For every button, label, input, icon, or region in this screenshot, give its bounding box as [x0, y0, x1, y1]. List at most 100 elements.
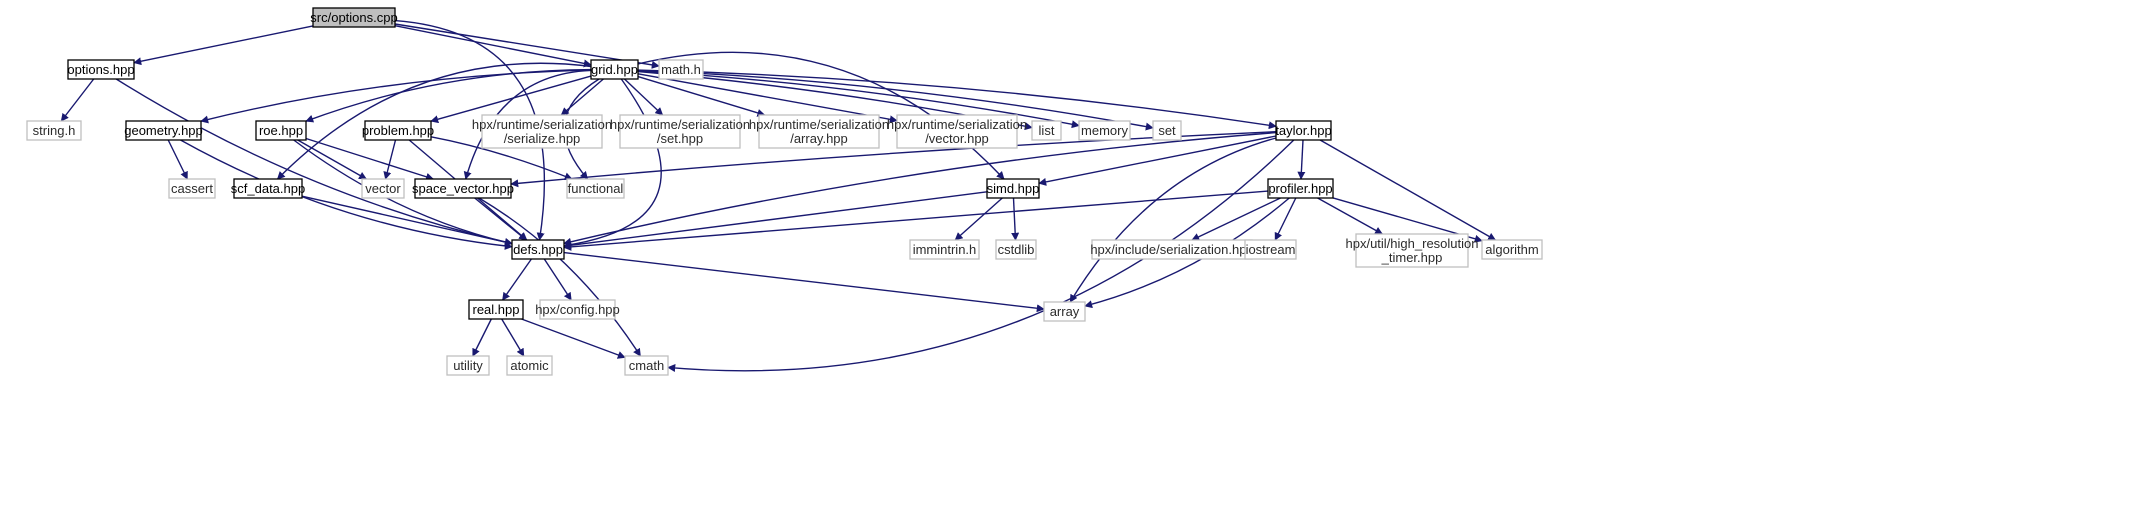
node-box [67, 59, 135, 80]
node-label: cstdlib [998, 242, 1035, 257]
node-array: array [1043, 301, 1086, 322]
node-box [995, 239, 1037, 260]
node-box [168, 178, 216, 199]
edge-options_hpp-to-string_h [60, 78, 95, 122]
node-label: problem.hpp [362, 123, 434, 138]
node-grid-hpp[interactable]: grid.hpp [590, 59, 639, 80]
node-geometry-hpp[interactable]: geometry.hpp [124, 120, 203, 141]
edge-geometry_hpp-to-cassert [167, 139, 188, 180]
node-label: space_vector.hpp [412, 181, 514, 196]
node-box [255, 120, 307, 141]
edge-grid_hpp-to-set [637, 69, 1154, 131]
node-label: cassert [171, 181, 213, 196]
node-box [590, 59, 639, 80]
node-label: /array.hpp [790, 131, 848, 146]
node-box [361, 178, 405, 199]
edge-profiler_hpp-to-array [1084, 197, 1290, 309]
node-label: hpx/runtime/serialization [749, 117, 889, 132]
node-taylor-hpp[interactable]: taylor.hpp [1275, 120, 1332, 141]
node-options-hpp[interactable]: options.hpp [67, 59, 135, 80]
node-atomic: atomic [506, 355, 553, 376]
node-hpx-include-serialization: hpx/include/serialization.hpp [1090, 239, 1254, 260]
edge-taylor_hpp-to-profiler_hpp [1297, 139, 1306, 180]
node-defs-hpp[interactable]: defs.hpp [511, 239, 565, 260]
edge-real_hpp-to-cmath [521, 318, 626, 359]
node-box [658, 59, 704, 80]
node-box [1152, 120, 1182, 141]
edge-space_vector_hpp-to-cmath [478, 197, 641, 357]
node-label: grid.hpp [591, 62, 638, 77]
node-options-cpp[interactable]: src/options.cpp [310, 7, 398, 28]
node-box [986, 178, 1040, 199]
node-hpx-ser-vector: hpx/runtime/serialization/vector.hpp [887, 114, 1027, 149]
node-label: /set.hpp [657, 131, 703, 146]
node-utility: utility [446, 355, 490, 376]
node-label: /vector.hpp [925, 131, 989, 146]
edge-options_hpp-to-defs_hpp [115, 78, 513, 246]
node-cassert: cassert [168, 178, 216, 199]
nodes-layer: src/options.cpp options.hpp grid.hpp math.h… [26, 7, 1543, 376]
node-label: memory [1081, 123, 1128, 138]
edge-taylor_hpp-to-simd_hpp [1038, 135, 1277, 186]
node-box [909, 239, 980, 260]
node-box [1043, 301, 1086, 322]
node-box [1078, 120, 1131, 141]
edge-space_vector_hpp-to-defs_hpp [474, 197, 527, 241]
node-label: math.h [661, 62, 701, 77]
node-real-hpp[interactable]: real.hpp [468, 299, 524, 320]
edge-profiler_hpp-to-hpx_util_hrt [1317, 197, 1383, 235]
edge-taylor_hpp-to-algorithm [1319, 139, 1497, 241]
node-label: cmath [629, 358, 664, 373]
node-cmath: cmath [624, 355, 669, 376]
edge-roe_hpp-to-space_vector_hpp [305, 137, 434, 181]
node-label: algorithm [1485, 242, 1538, 257]
node-vector: vector [361, 178, 405, 199]
edge-simd_hpp-to-cstdlib [1011, 197, 1020, 241]
node-space-vector-hpp[interactable]: space_vector.hpp [412, 178, 514, 199]
node-label: hpx/runtime/serialization [610, 117, 750, 132]
node-label: hpx/config.hpp [535, 302, 620, 317]
edge-geometry_hpp-to-defs_hpp [180, 139, 513, 250]
edge-options_cpp-to-options_hpp [133, 25, 314, 66]
edge-grid_hpp-to-taylor_hpp [637, 69, 1277, 130]
edge-options_cpp-to-defs_hpp [394, 19, 546, 241]
node-label: utility [453, 358, 483, 373]
node-label: defs.hpp [513, 242, 563, 257]
edge-taylor_hpp-to-array [1069, 137, 1277, 303]
node-box [1275, 120, 1332, 141]
node-roe-hpp[interactable]: roe.hpp [255, 120, 307, 141]
node-hpx-util-hrt: hpx/util/high_resolution_timer.hpp [1346, 233, 1479, 268]
edge-simd_hpp-to-immintrin_h [954, 197, 1003, 241]
node-label: options.hpp [67, 62, 134, 77]
node-label: hpx/util/high_resolution [1346, 236, 1479, 251]
node-cstdlib: cstdlib [995, 239, 1037, 260]
node-box [312, 7, 396, 28]
node-scf-data-hpp[interactable]: scf_data.hpp [231, 178, 305, 199]
edge-taylor_hpp-to-cmath [667, 139, 1295, 373]
edge-simd_hpp-to-defs_hpp [563, 191, 988, 250]
node-label: array [1050, 304, 1080, 319]
edge-grid_hpp-to-problem_hpp [430, 75, 592, 124]
node-hpx-ser-array: hpx/runtime/serialization/array.hpp [749, 114, 889, 149]
node-problem-hpp[interactable]: problem.hpp [362, 120, 434, 141]
edge-grid_hpp-to-scf_data_hpp [276, 62, 592, 180]
node-box [414, 178, 512, 199]
node-label: src/options.cpp [310, 10, 397, 25]
node-box [506, 355, 553, 376]
node-simd-hpp[interactable]: simd.hpp [986, 178, 1040, 199]
node-box [1267, 178, 1334, 199]
node-hpx-ser-set: hpx/runtime/serialization/set.hpp [610, 114, 750, 149]
node-box [1031, 120, 1062, 141]
node-box [446, 355, 490, 376]
node-hpx-ser-serialize: hpx/runtime/serialization/serialize.hpp [472, 114, 612, 149]
node-profiler-hpp[interactable]: profiler.hpp [1267, 178, 1334, 199]
edge-real_hpp-to-atomic [501, 318, 525, 357]
edge-real_hpp-to-utility [472, 318, 492, 357]
node-list: list [1031, 120, 1062, 141]
node-label: hpx/runtime/serialization [887, 117, 1027, 132]
node-label: functional [568, 181, 624, 196]
node-label: vector [365, 181, 401, 196]
edge-grid_hpp-to-roe_hpp [305, 68, 592, 123]
node-label: string.h [33, 123, 76, 138]
